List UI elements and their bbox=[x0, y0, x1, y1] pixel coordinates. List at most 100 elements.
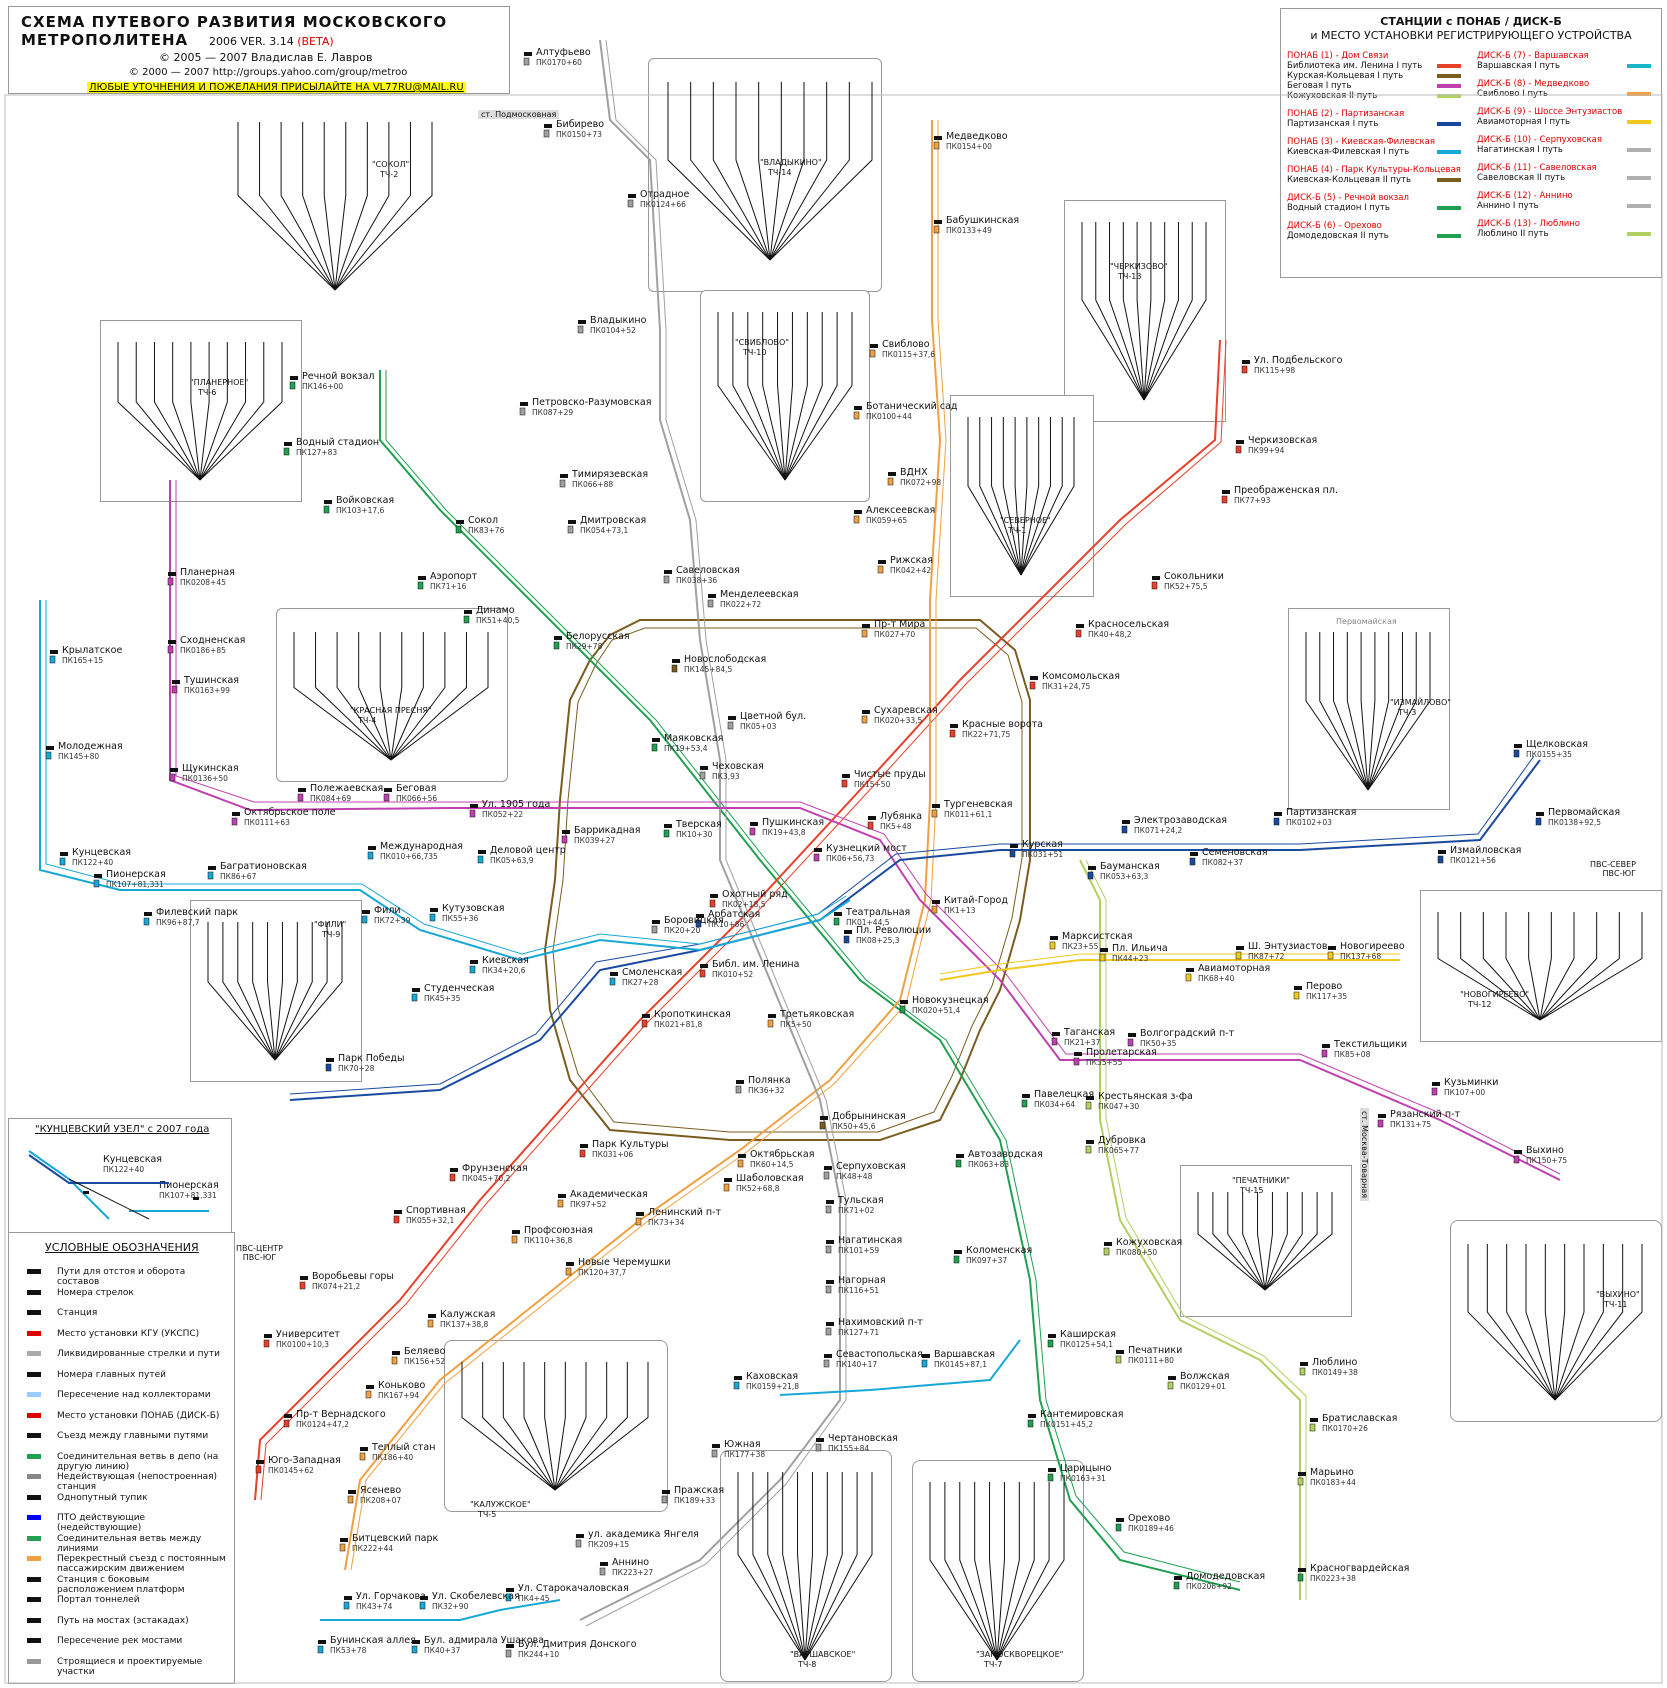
station-babush[interactable]: Бабушкинская bbox=[946, 215, 1020, 226]
station-preobr[interactable]: Преображенская пл. bbox=[1234, 485, 1338, 496]
station-tulskaya[interactable]: Тульская bbox=[838, 1195, 884, 1206]
station-tverskaya[interactable]: Тверская bbox=[676, 819, 722, 830]
station-kakhov[interactable]: Каховская bbox=[746, 1371, 799, 1382]
station-pionersk[interactable]: Пионерская bbox=[106, 869, 166, 880]
station-dobryn[interactable]: Добрынинская bbox=[832, 1111, 906, 1122]
group-link[interactable]: © 2000 — 2007 http://groups.yahoo.com/gr… bbox=[129, 67, 408, 78]
station-kuzminki[interactable]: Кузьминки bbox=[1444, 1077, 1499, 1088]
station-maryino[interactable]: Марьино bbox=[1310, 1467, 1354, 1478]
station-medvedkovo[interactable]: Медведково bbox=[946, 131, 1008, 142]
station-elektroz[interactable]: Электрозаводская bbox=[1134, 815, 1228, 826]
station-begovaya[interactable]: Беговая bbox=[396, 783, 437, 794]
station-mayak[interactable]: Маяковская bbox=[664, 733, 724, 744]
station-frunzen[interactable]: Фрунзенская bbox=[462, 1163, 528, 1174]
station-sokolniki[interactable]: Сокольники bbox=[1164, 571, 1224, 582]
station-ushakova[interactable]: Бул. адмирала Ушакова bbox=[424, 1635, 545, 1646]
station-aeroport[interactable]: Аэропорт bbox=[430, 571, 478, 582]
station-kievskaya[interactable]: Киевская bbox=[482, 955, 529, 966]
station-leninsky[interactable]: Ленинский п-т bbox=[648, 1207, 722, 1218]
station-turgen[interactable]: Тургеневская bbox=[944, 799, 1013, 810]
station-nakhim[interactable]: Нахимовский п-т bbox=[838, 1317, 923, 1328]
contact-email[interactable]: ЛЮБЫЕ УТОЧНЕНИЯ И ПОЖЕЛАНИЯ ПРИСЫЛАЙТЕ Н… bbox=[87, 82, 466, 93]
station-tretyakov[interactable]: Третьяковская bbox=[780, 1009, 855, 1020]
station-kaluzh[interactable]: Калужская bbox=[440, 1309, 496, 1320]
station-otradnoe[interactable]: Отрадное bbox=[640, 189, 690, 200]
station-pllyicha[interactable]: Пл. Ильича bbox=[1112, 943, 1168, 954]
station-molodezh[interactable]: Молодежная bbox=[58, 741, 123, 752]
station-prmira[interactable]: Пр-т Мира bbox=[874, 619, 926, 630]
station-shchukin[interactable]: Щукинская bbox=[182, 763, 239, 774]
station-konkovo[interactable]: Коньково bbox=[378, 1380, 426, 1391]
station-mezhdunar[interactable]: Международная bbox=[380, 841, 463, 852]
station-parkkult[interactable]: Парк Культуры bbox=[592, 1139, 669, 1150]
station-rizhskaya[interactable]: Рижская bbox=[890, 555, 933, 566]
station-kozhukh[interactable]: Кожуховская bbox=[1116, 1237, 1183, 1248]
station-komsomol[interactable]: Комсомольская bbox=[1042, 671, 1120, 682]
station-yugozap[interactable]: Юго-Западная bbox=[268, 1455, 341, 1466]
station-kantem[interactable]: Кантемировская bbox=[1040, 1409, 1124, 1420]
station-novokuzn[interactable]: Новокузнецкая bbox=[912, 995, 989, 1006]
station-rechvokzal[interactable]: Речной вокзал bbox=[302, 371, 375, 382]
station-tsvetnoy[interactable]: Цветной бул. bbox=[740, 711, 807, 722]
station-nagatin[interactable]: Нагатинская bbox=[838, 1235, 903, 1246]
station-podbel[interactable]: Ул. Подбельского bbox=[1254, 355, 1343, 366]
station-krasnogv[interactable]: Красногвардейская bbox=[1310, 1563, 1410, 1574]
station-taganskaya[interactable]: Таганская bbox=[1064, 1027, 1116, 1038]
station-delcenter[interactable]: Деловой центр bbox=[490, 845, 566, 856]
station-cherkiz[interactable]: Черкизовская bbox=[1248, 435, 1318, 446]
station-skobelev[interactable]: Ул. Скобелевская bbox=[432, 1591, 520, 1602]
station-dmdonskoy[interactable]: Бул. Дмитрия Донского bbox=[518, 1639, 637, 1650]
station-krasvorota[interactable]: Красные ворота bbox=[962, 719, 1044, 730]
station-voykov[interactable]: Войковская bbox=[336, 495, 395, 506]
station-krivkrest[interactable]: Крестьянская з-фа bbox=[1098, 1091, 1193, 1102]
station-teplystan[interactable]: Теплый стан bbox=[372, 1442, 436, 1453]
station-chertan[interactable]: Чертановская bbox=[828, 1433, 898, 1444]
station-tsaritsyno[interactable]: Царицыно bbox=[1060, 1463, 1112, 1474]
station-domodedov[interactable]: Домодедовская bbox=[1186, 1571, 1266, 1582]
station-polyanka[interactable]: Полянка bbox=[748, 1075, 791, 1086]
station-tekstil[interactable]: Текстильщики bbox=[1334, 1039, 1408, 1050]
station-petrrazum[interactable]: Петровско-Разумовская bbox=[532, 397, 652, 408]
station-yuzhnaya[interactable]: Южная bbox=[724, 1439, 761, 1450]
station-chistprudy[interactable]: Чистые пруды bbox=[854, 769, 926, 780]
station-prvernad[interactable]: Пр-т Вернадского bbox=[296, 1409, 386, 1420]
station-annino[interactable]: Аннино bbox=[612, 1557, 650, 1568]
station-kolomen[interactable]: Коломенская bbox=[966, 1245, 1033, 1256]
station-sokol[interactable]: Сокол bbox=[468, 515, 499, 526]
station-profsoyuz[interactable]: Профсоюзная bbox=[524, 1225, 593, 1236]
station-orekhovo[interactable]: Орехово bbox=[1128, 1513, 1171, 1524]
station-sportiv[interactable]: Спортивная bbox=[406, 1205, 466, 1216]
station-buninsk[interactable]: Бунинская аллея bbox=[330, 1635, 416, 1646]
station-nagornaya[interactable]: Нагорная bbox=[838, 1275, 886, 1286]
station-smolensk[interactable]: Смоленская bbox=[622, 967, 683, 978]
station-belyaevo[interactable]: Беляево bbox=[404, 1346, 446, 1357]
station-parkpobedy[interactable]: Парк Победы bbox=[338, 1053, 405, 1064]
station-kashir[interactable]: Каширская bbox=[1060, 1329, 1116, 1340]
station-sukhar[interactable]: Сухаревская bbox=[874, 705, 938, 716]
station-oktpole[interactable]: Октябрьское поле bbox=[244, 807, 336, 818]
station-ul1905[interactable]: Ул. 1905 года bbox=[482, 799, 551, 810]
station-shabol[interactable]: Шаболовская bbox=[736, 1173, 804, 1184]
station-bratislav[interactable]: Братиславская bbox=[1322, 1413, 1398, 1424]
station-shchelkov[interactable]: Щелковская bbox=[1526, 739, 1588, 750]
station-izmaylov[interactable]: Измайловская bbox=[1450, 845, 1522, 856]
station-paveletsk[interactable]: Павелецкая bbox=[1034, 1089, 1095, 1100]
station-pechatniki[interactable]: Печатники bbox=[1128, 1345, 1183, 1356]
station-novoslob[interactable]: Новослободская bbox=[684, 654, 767, 665]
station-dubrovka[interactable]: Дубровка bbox=[1098, 1135, 1146, 1146]
station-kuzmost[interactable]: Кузнецкий мост bbox=[826, 843, 907, 854]
station-chekhov[interactable]: Чеховская bbox=[712, 761, 764, 772]
station-starokach[interactable]: Ул. Старокачаловская bbox=[518, 1583, 629, 1594]
station-yasenevo[interactable]: Ясенево bbox=[360, 1485, 402, 1496]
station-yangelya[interactable]: ул. академика Янгеля bbox=[588, 1529, 699, 1540]
station-revol[interactable]: Пл. Революции bbox=[856, 925, 932, 936]
station-pushkin[interactable]: Пушкинская bbox=[762, 817, 825, 828]
station-novogireevo[interactable]: Новогиреево bbox=[1340, 941, 1405, 952]
station-avtozavod[interactable]: Автозаводская bbox=[968, 1149, 1043, 1160]
station-dmitrov[interactable]: Дмитровская bbox=[580, 515, 647, 526]
station-savel[interactable]: Савеловская bbox=[676, 565, 740, 576]
station-bibirevo[interactable]: Бибирево bbox=[556, 119, 605, 130]
station-aviamotor[interactable]: Авиамоторная bbox=[1198, 963, 1271, 974]
station-vdnh[interactable]: ВДНХ bbox=[900, 467, 928, 478]
station-akadem[interactable]: Академическая bbox=[570, 1189, 648, 1200]
